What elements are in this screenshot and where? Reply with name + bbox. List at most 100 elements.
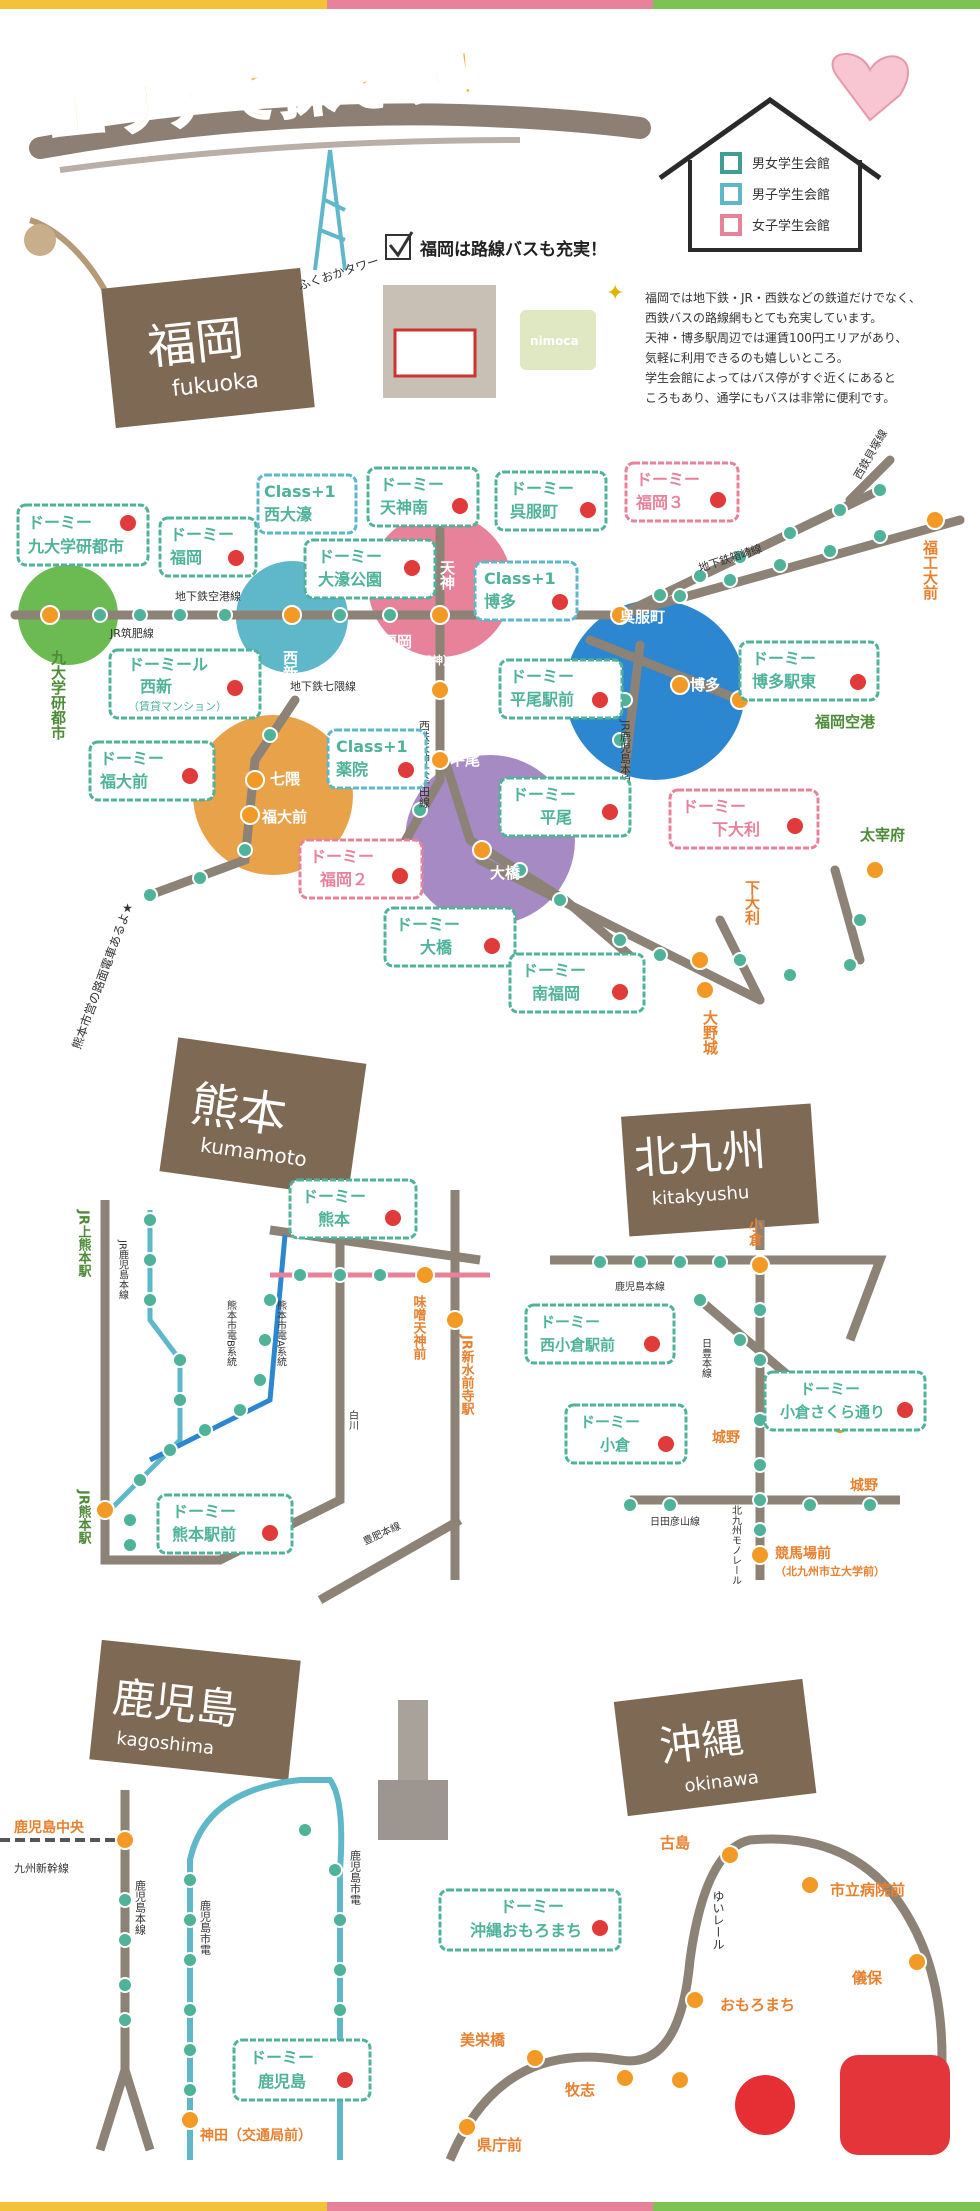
- station-dot: [552, 594, 568, 610]
- map-label: 県庁前: [477, 2136, 522, 2154]
- station-dot: [398, 762, 414, 778]
- map-label: 九州新幹線: [14, 1861, 69, 1875]
- map-label: 競馬場前: [775, 1545, 831, 1562]
- map-label: ドーミー: [580, 1413, 640, 1431]
- station-dot: [382, 607, 398, 623]
- map-label: ドーミー: [100, 749, 164, 768]
- legend-coed: 男女学生会館: [752, 156, 830, 172]
- station-dot: [802, 1497, 818, 1513]
- map-label: 鹿児島中央: [13, 1819, 85, 1836]
- map-label: ドーミー: [310, 847, 374, 866]
- station-dot: [142, 887, 158, 903]
- map-label: ドーミー: [302, 1187, 366, 1206]
- station-dot: [850, 674, 866, 690]
- station-dot: [690, 950, 710, 970]
- nimoca-card-image: [520, 310, 596, 370]
- bubble-class-yakuin[interactable]: Class+1薬院: [326, 728, 428, 790]
- map-label: 熊本市電B系統: [225, 1299, 237, 1368]
- map-label: 味噌天神前: [411, 1294, 427, 1361]
- station-dot: [457, 2117, 477, 2137]
- map-label: 沖縄: [657, 1713, 746, 1772]
- station-dot: [512, 862, 528, 878]
- map-label: 南福岡: [532, 984, 580, 1003]
- station-dot: [327, 1862, 343, 1878]
- map-label: Class+1: [336, 737, 408, 756]
- station-dot: [292, 1267, 308, 1283]
- station-dot: [142, 1212, 158, 1228]
- station-dot: [182, 2082, 198, 2098]
- route-line: [148, 1234, 288, 1463]
- station-dot: [525, 2048, 545, 2068]
- bus-note: 福岡は路線バスも充実！ nimoca ✦: [383, 231, 624, 398]
- station-dot: [672, 1254, 688, 1270]
- label-onojo: 大野城: [701, 1009, 719, 1056]
- station-dot: [662, 1497, 678, 1513]
- map-label: 平尾駅前: [510, 690, 574, 709]
- label-dazaifu: 太宰府: [860, 826, 905, 844]
- map-label: 美栄橋: [460, 2031, 506, 2049]
- station-dot: [658, 1436, 674, 1452]
- station-dot: [632, 1254, 648, 1270]
- station-dot: [445, 1310, 465, 1330]
- station-dot: [670, 2070, 690, 2090]
- route-line: [845, 455, 895, 505]
- map-label: 西大濠: [264, 505, 312, 524]
- station-dot: [592, 1920, 608, 1936]
- bubble-class-hakata[interactable]: Class+1博多: [473, 560, 579, 622]
- station-dot: [750, 1545, 770, 1565]
- map-label: 小倉さくら通り: [780, 1403, 885, 1421]
- map-label: 儀保: [851, 1969, 883, 1987]
- station-dot: [612, 984, 628, 1000]
- station-dot: [592, 1254, 608, 1270]
- label-line-hakozaki: 地下鉄箱崎線: [697, 541, 764, 575]
- map-label: 城野: [850, 1477, 878, 1494]
- station-dot: [672, 588, 688, 604]
- station-dot: [580, 502, 596, 518]
- map-label: ころもあり、通学にもバスは非常に便利です。: [645, 390, 895, 405]
- station-dot: [182, 1872, 198, 1888]
- station-dot: [227, 680, 243, 696]
- route-line: [317, 1516, 463, 1604]
- map-label: JR鹿児島本線: [117, 1239, 129, 1300]
- kumamoto-map: 熊本 kumamoto 熊本市営の路面電車あるよ★: [69, 900, 490, 1604]
- station-dot: [872, 528, 888, 544]
- station-dot: [115, 1830, 135, 1850]
- kagoshima-map: 鹿児島 kagoshima 鹿児島中央 神田（交通局前） 九州新幹線 鹿児島本線: [0, 1639, 448, 2160]
- saigo-statue-image: [378, 1780, 448, 1840]
- station-dot: [252, 1372, 268, 1388]
- station-dot: [852, 912, 868, 928]
- station-dot: [132, 607, 148, 623]
- label-line-kaizuka: 西鉄貝塚線: [850, 427, 890, 482]
- map-label: Class+1: [484, 569, 556, 588]
- station-dot: [332, 1267, 348, 1283]
- map-label: 鹿児島本線: [615, 1280, 665, 1293]
- station-dot: [732, 952, 748, 968]
- map-label: 鹿児島本線: [134, 1879, 147, 1935]
- route-line: [830, 865, 865, 965]
- station-dot: [652, 587, 668, 603]
- map-label: 気軽に利用できるのも嬉しいところ。: [645, 350, 849, 365]
